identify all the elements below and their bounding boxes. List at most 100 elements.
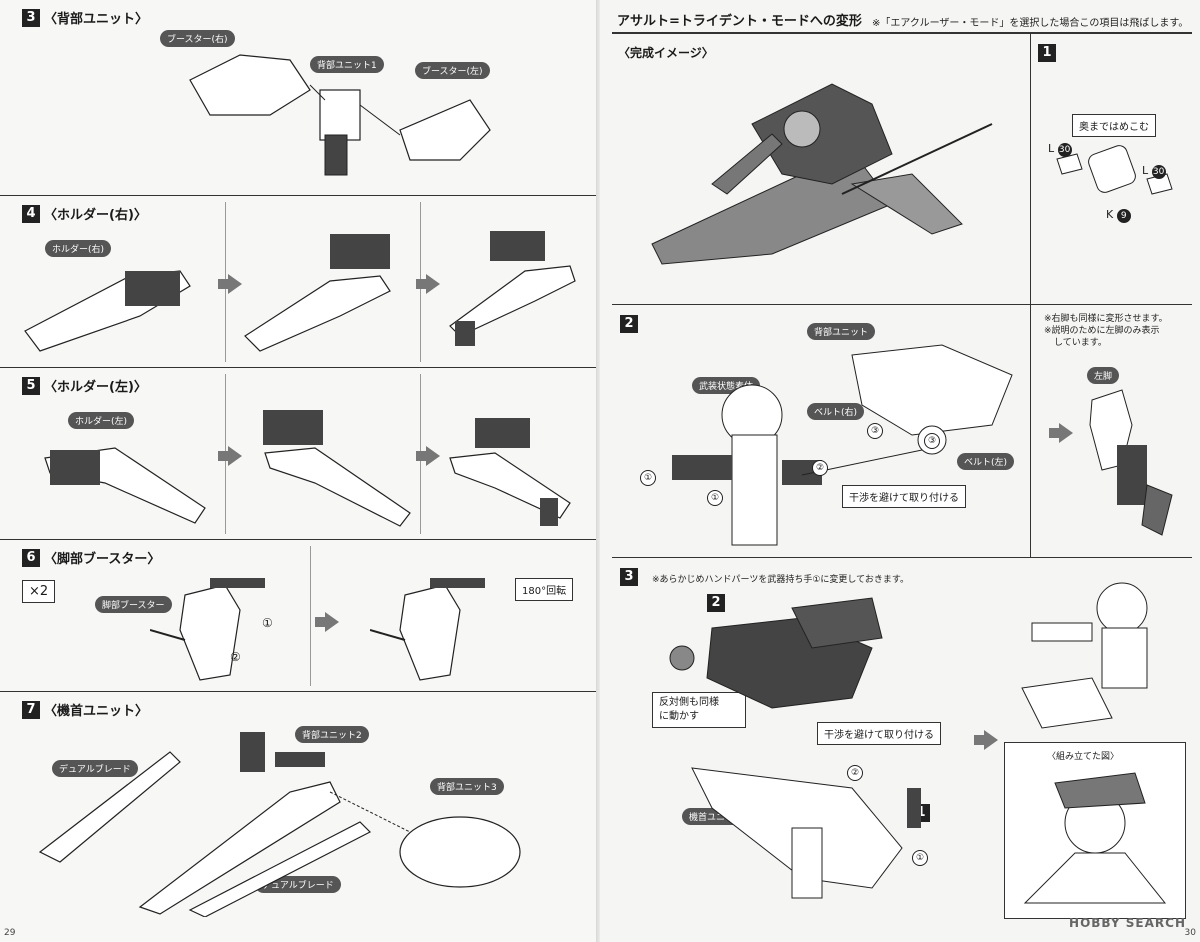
step-6-header: 6 〈脚部ブースター〉 [22,548,160,567]
completed-image-illustration [651,83,993,265]
preview-title: 〈完成イメージ〉 [618,46,714,60]
transform-step-2: 2 背部ユニット 武装状態素体 ベルト(右) ベルト(左) 左脚 干渉を避けて取… [612,305,1192,558]
label-booster-right: ブースター(右) [160,30,235,47]
same-other-side-note: 反対側も同様に動かす [652,692,746,728]
step-3-header: 3 〈背部ユニット〉 [22,8,148,27]
step-3-back-unit: 3 〈背部ユニット〉 ブースター(右) 背部ユニット1 ブースター(左) [0,0,596,196]
holder-right-illustration-3 [449,231,576,346]
step-5-number: 5 [22,376,40,395]
right-header-note: ※「エアクルーザー・モード」を選択した場合この項目は飛ばします。 [872,18,1189,29]
step-3-number: 3 [22,8,40,27]
circle-1: ① [262,616,273,630]
left-page: 3 〈背部ユニット〉 ブースター(右) 背部ユニット1 ブースター(左) 4 〈… [0,0,596,938]
step3-illustration [669,597,921,899]
part-L30-b: L 30 [1142,164,1166,179]
right-leg-note: ※右脚も同様に変形させます。 [1044,314,1168,324]
divider [310,546,311,686]
step-6-number: 6 [22,548,40,567]
sub-step-2: 2 [707,594,725,612]
top-right-illustration [1021,582,1148,729]
back-unit-illustration [189,54,491,176]
leg-booster-illustration-2 [370,578,485,681]
hand-parts-note: ※あらかじめハンドパーツを武器持ち手①に変更しておきます。 [652,575,909,585]
page-number-left: 29 [4,928,16,938]
holder-left-illustration-2 [263,410,411,527]
transform-step-3: 3 ※あらかじめハンドパーツを武器持ち手①に変更しておきます。 2 1 反対側も… [612,558,1192,928]
circle-1b: ① [707,490,723,506]
circle-1: ① [912,850,928,866]
step-6-leg-booster: 6 〈脚部ブースター〉 ×2 脚部ブースター ① ② 180°回転 [0,540,596,692]
holder-right-illustration-1 [24,270,191,352]
watermark-logo: HOBBY SEARCH [1069,916,1186,930]
step-4-holder-right: 4 〈ホルダー(右)〉 ホルダー(右) [0,196,596,368]
transform-step-1: 1 奥まではめこむ L 30 L 30 K 9 [1030,34,1192,305]
avoid-interference-note: 干渉を避けて取り付ける [842,485,966,508]
label-belt-right: ベルト(右) [807,403,865,420]
circle-3b: ③ [924,433,940,449]
step-7-title: 〈機首ユニット〉 [44,704,149,719]
label-holder-left: ホルダー(左) [68,412,135,429]
circle-1: ① [640,470,656,486]
step-6-title: 〈脚部ブースター〉 [44,552,161,567]
leg-booster-illustration-1 [150,578,265,681]
step-7-number: 7 [22,700,40,719]
assembled-view-title: 〈組み立てた図〉 [1047,752,1120,762]
step-4-title: 〈ホルダー(右)〉 [44,208,147,223]
holder-left-illustration-3 [449,418,571,526]
part-letter-L: L [1142,164,1149,177]
transform-step-2-number: 2 [620,315,638,333]
step-4-number: 4 [22,204,40,223]
nose-unit-illustration [38,732,521,917]
step-7-nose-unit: 7 〈機首ユニット〉 デュアルブレード 背部ユニット2 背部ユニット3 デュアル… [0,692,596,922]
display-note-2: しています。 [1054,338,1107,348]
assembled-view-box: 〈組み立てた図〉 [1004,742,1186,919]
step-3-title: 〈背部ユニット〉 [44,12,149,27]
part-number-30: 30 [1057,143,1072,157]
right-header-title: アサルト=トライデント・モードへの変形 [617,14,862,29]
step-4-header: 4 〈ホルダー(右)〉 [22,204,147,223]
circle-2: ② [230,650,241,664]
preview-section: 〈完成イメージ〉 [612,34,1031,305]
next-arrow-icon [974,730,998,750]
transform-step-3-number: 3 [620,568,638,586]
part-number-30: 30 [1151,165,1166,179]
part-K9: K 9 [1106,208,1131,223]
step-7-header: 7 〈機首ユニット〉 [22,700,148,719]
step2-illustration [672,344,1013,546]
avoid-interference-note-2: 干渉を避けて取り付ける [817,722,941,745]
next-arrow-icon [1049,423,1073,443]
part-letter-K: K [1106,208,1114,221]
circle-2: ② [847,765,863,781]
holder-right-illustration-2 [244,234,391,352]
divider [1030,305,1031,557]
label-back-unit-2: 背部ユニット2 [295,726,369,743]
step-5-title: 〈ホルダー(左)〉 [44,380,147,395]
multiplier-badge: ×2 [22,580,56,603]
label-booster-left: ブースター(左) [415,62,490,79]
label-back-unit: 背部ユニット [807,323,876,340]
part-number-9: 9 [1116,209,1131,223]
label-holder-right: ホルダー(右) [45,240,112,257]
label-dual-blade-1: デュアルブレード [52,760,138,777]
rotate-180-label: 180°回転 [515,578,574,601]
holder-left-illustration-1 [44,447,206,524]
header-rule [612,32,1192,34]
next-arrow-icon [416,274,440,294]
label-leg-booster: 脚部ブースター [95,596,172,613]
page-number-right: 30 [1184,928,1196,938]
transform-step-1-number: 1 [1038,44,1056,62]
label-back-unit-1: 背部ユニット1 [310,56,384,73]
label-left-leg: 左脚 [1087,367,1120,384]
same-other-side-line2: に動かす [659,711,699,722]
part-letter-L: L [1048,142,1055,155]
circle-2: ② [812,460,828,476]
right-page: アサルト=トライデント・モードへの変形 ※「エアクルーザー・モード」を選択した場… [600,0,1200,942]
step-5-holder-left: 5 〈ホルダー(左)〉 ホルダー(左) [0,368,596,540]
label-belt-left: ベルト(左) [957,453,1015,470]
part-L30-a: L 30 [1048,142,1072,157]
step-5-header: 5 〈ホルダー(左)〉 [22,376,147,395]
next-arrow-icon [218,274,242,294]
label-back-unit-3: 背部ユニット3 [430,778,504,795]
next-arrow-icon [315,612,339,632]
circle-3a: ③ [867,423,883,439]
